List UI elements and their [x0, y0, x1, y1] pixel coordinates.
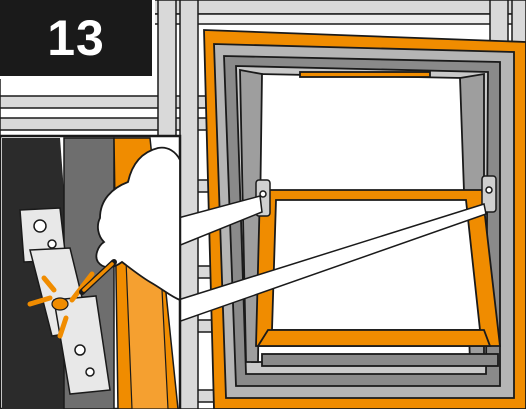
- detail-inset: [0, 136, 180, 409]
- step-badge: 13: [0, 0, 155, 79]
- step-number: 13: [47, 13, 105, 63]
